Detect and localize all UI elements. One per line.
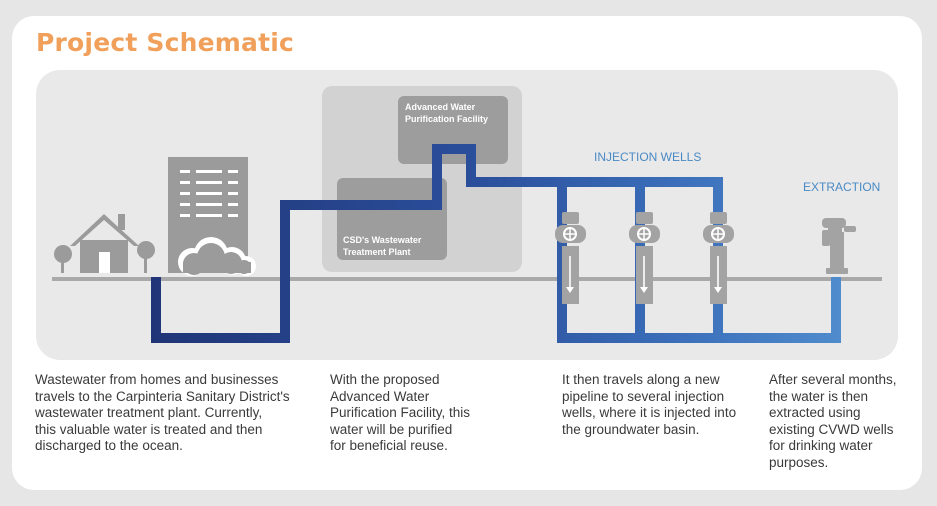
injection-wells-label: INJECTION WELLS: [594, 150, 701, 164]
csd-label-line-2: Treatment Plant: [343, 247, 411, 257]
injection-well-icon-3: [703, 212, 734, 304]
csd-box: [337, 178, 447, 260]
caption-step-1: Wastewater from homes and businesses tra…: [35, 372, 290, 453]
caption-step-2: With the proposed Advanced Water Purific…: [330, 372, 471, 453]
awpf-box: [398, 96, 508, 164]
caption-step-3: It then travels along a new pipeline to …: [562, 372, 737, 437]
ground-line: [52, 277, 882, 281]
csd-label-line-1: CSD's Wastewater: [343, 235, 422, 245]
house-icon: [54, 214, 155, 273]
building-icon: [168, 157, 256, 276]
caption-step-4: After several months, the water is then …: [769, 372, 897, 470]
page-title: Project Schematic: [36, 28, 295, 57]
injection-well-icon-2: [629, 212, 660, 304]
awpf-label-line-1: Advanced Water: [405, 102, 476, 112]
awpf-label-line-2: Purification Facility: [405, 114, 488, 124]
extraction-label: EXTRACTION: [803, 180, 880, 194]
extraction-pump-icon: [822, 218, 856, 274]
injection-well-icon-1: [555, 212, 586, 304]
